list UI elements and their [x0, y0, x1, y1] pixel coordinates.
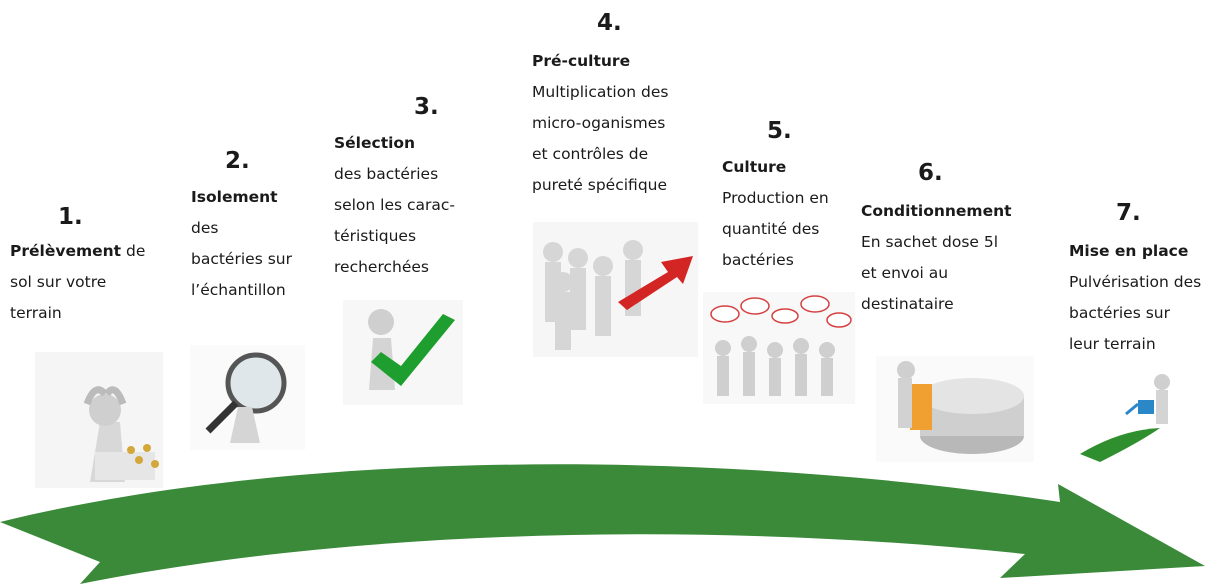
step-line: selon les carac-	[334, 196, 456, 214]
step-title: Prélèvement	[10, 242, 122, 260]
step-number: 5.	[767, 118, 792, 144]
pie-chart-figure-icon	[876, 356, 1034, 462]
step-line: et contrôles de	[532, 145, 649, 163]
step-text: Culture Production en quantité des bacté…	[722, 152, 829, 276]
process-arrow	[0, 464, 1205, 584]
crowd-speech-bubbles-icon	[703, 292, 855, 404]
step-line: Multiplication des	[532, 83, 669, 101]
process-arrow-shape	[0, 464, 1205, 584]
step-line: sol sur votre	[10, 273, 107, 291]
step-line: bactéries	[722, 251, 794, 269]
step-line: terrain	[10, 304, 62, 322]
step-line: bactéries sur	[191, 250, 292, 268]
step-text: Mise en place Pulvérisation des bactérie…	[1069, 236, 1201, 360]
watering-can-figure-icon	[1080, 372, 1192, 462]
crowd-red-arrow-icon	[533, 222, 698, 357]
step-line: micro-oganismes	[532, 114, 666, 132]
step-line: Pulvérisation des	[1069, 273, 1202, 291]
step-number: 1.	[58, 204, 83, 230]
step-line: Production en	[722, 189, 829, 207]
step-line: des bactéries	[334, 165, 439, 183]
step-line: En sachet dose 5l	[861, 233, 999, 251]
step-line: téristiques	[334, 227, 417, 245]
step-line: leur terrain	[1069, 335, 1156, 353]
step-number: 7.	[1116, 200, 1141, 226]
step-text: Conditionnement En sachet dose 5l et env…	[861, 196, 1012, 320]
worried-figure-icon	[35, 352, 163, 488]
step-title: Mise en place	[1069, 242, 1189, 260]
step-text: Prélèvement de sol sur votre terrain	[10, 236, 145, 329]
check-mark-figure-icon	[343, 300, 463, 405]
step-title: Conditionnement	[861, 202, 1012, 220]
step-title: Isolement	[191, 188, 278, 206]
step-text: Pré-culture Multiplication des micro-oga…	[532, 46, 668, 201]
step-line: pureté spécifique	[532, 176, 668, 194]
step-line: bactéries sur	[1069, 304, 1170, 322]
step-line: l’échantillon	[191, 281, 286, 299]
step-number: 3.	[414, 94, 439, 120]
step-line: quantité des	[722, 220, 820, 238]
step-title: Pré-culture	[532, 52, 631, 70]
step-line: et envoi au	[861, 264, 949, 282]
step-line: destinataire	[861, 295, 954, 313]
magnifying-glass-figure-icon	[190, 345, 305, 450]
step-title: Culture	[722, 158, 787, 176]
step-number: 2.	[225, 148, 250, 174]
step-title-suffix: de	[121, 242, 146, 260]
step-number: 4.	[597, 10, 622, 36]
step-text: Isolement des bactéries sur l’échantillo…	[191, 182, 292, 306]
step-line: recherchées	[334, 258, 429, 276]
step-number: 6.	[918, 160, 943, 186]
step-title: Sélection	[334, 134, 416, 152]
step-text: Sélection des bactéries selon les carac-…	[334, 128, 455, 283]
step-line: des	[191, 219, 219, 237]
